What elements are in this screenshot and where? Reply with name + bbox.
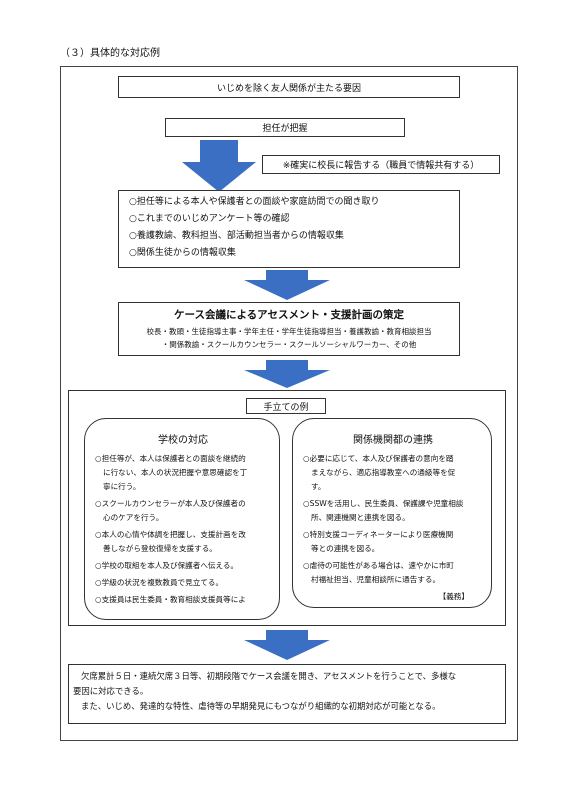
list-item-line: に行ない、本人の状況把握や意思確認を丁 [103, 468, 248, 477]
info-item: ○これまでのいじめアンケート等の確認 [129, 214, 290, 224]
info-item: ○養護教諭、教科担当、部活動担当者からの情報収集 [129, 231, 344, 241]
agency-collaboration-title: 関係機関都の連携 [353, 435, 433, 446]
list-item-line: ○担任等が、本人は保護者との面談を継続的 [95, 454, 246, 463]
obligation-tag: 【義務】 [438, 592, 469, 601]
down-arrow-icon [244, 630, 330, 660]
list-item-line: 心のケアを行う。 [103, 513, 164, 522]
school-response-title: 学校の対応 [158, 435, 208, 446]
case-conference-members: ・関係教諭・スクールカウンセラー・スクールソーシャルワーカー、その他 [161, 340, 417, 349]
list-item-line: まえながら、適応指導教室への通級等を促 [311, 468, 456, 477]
list-item-line: 村福祉担当、児童相談所に通告する。 [311, 575, 441, 584]
list-item-line: す。 [311, 482, 326, 491]
list-item: ○特別支援コーディネーターにより医療機関 等との連携を図る。 [303, 528, 483, 556]
report-note-box: ※確実に校長に報告する（職員で情報共有する） [262, 155, 500, 174]
list-item-line: ○虐待の可能性がある場合は、速やかに市町 [303, 561, 454, 570]
list-item-line: ○学校の取組を本人及び保護者へ伝える。 [95, 561, 239, 570]
info-item: ○関係生徒からの情報収集 [129, 248, 236, 258]
list-item-line: ○特別支援コーディネーターにより医療機関 [303, 530, 454, 539]
primary-cause-text: いじめを除く友人関係が主たる要因 [216, 83, 361, 94]
report-note-text: ※確実に校長に報告する（職員で情報共有する） [282, 161, 480, 171]
list-item: ○虐待の可能性がある場合は、速やかに市町 村福祉担当、児童相談所に通告する。 [303, 559, 483, 587]
summary-line: 要因に対応できる。 [73, 686, 149, 696]
homeroom-teacher-text: 担任が把握 [262, 124, 308, 134]
agency-collaboration-panel: 関係機関都の連携 ○必要に応じて、本人及び保護者の意向を踏 まえながら、適応指導… [292, 418, 492, 608]
list-item-line: ○本人の心情や体調を把握し、支援計画を改 [95, 530, 246, 539]
list-item-line: ○支援員は民生委員・教育相談支援員等によ [95, 595, 246, 604]
information-gathering-box: ○担任等による本人や保護者との面談や家庭訪問での聞き取り ○これまでのいじめアン… [118, 190, 460, 268]
down-arrow-icon [182, 140, 256, 192]
list-item-line: 善しながら登校復帰を支援する。 [103, 544, 217, 553]
list-item-line: 所、関連機関と連携を図る。 [311, 513, 410, 522]
case-conference-box: ケース会議によるアセスメント・支援計画の策定 校長・教頭・生徒指導主事・学年主任… [118, 302, 460, 356]
case-conference-title: ケース会議によるアセスメント・支援計画の策定 [174, 309, 404, 321]
summary-line: 欠席累計５日・連続欠席３日等、初期段階でケース会議を開き、アセスメントを行うこと… [81, 671, 457, 681]
list-item: ○支援員は民生委員・教育相談支援員等によ [95, 593, 271, 607]
list-item-line: ○SSWを活用し、民生委員、保護課や児童相談 [303, 499, 464, 508]
list-item-line: 寧に行う。 [103, 482, 141, 491]
list-item: ○本人の心情や体調を把握し、支援計画を改 善しながら登校復帰を支援する。 [95, 528, 271, 556]
list-item: ○スクールカウンセラーが本人及び保護者の 心のケアを行う。 [95, 497, 271, 525]
down-arrow-icon [244, 270, 330, 300]
summary-box: 欠席累計５日・連続欠席３日等、初期段階でケース会議を開き、アセスメントを行うこと… [68, 664, 506, 724]
list-item: ○必要に応じて、本人及び保護者の意向を踏 まえながら、適応指導教室への通級等を促… [303, 452, 483, 494]
list-item-line: ○スクールカウンセラーが本人及び保護者の [95, 499, 246, 508]
summary-line: また、いじめ、発達的な特性、虐待等の早期発見にもつながり組織的な初期対応が可能と… [81, 701, 441, 711]
school-response-panel: 学校の対応 ○担任等が、本人は保護者との面談を継続的 に行ない、本人の状況把握や… [84, 418, 280, 620]
measures-label-text: 手立ての例 [263, 402, 309, 413]
info-item: ○担任等による本人や保護者との面談や家庭訪問での聞き取り [129, 197, 380, 207]
list-item-line: ○学級の状況を複数教員で見立てる。 [95, 578, 224, 587]
list-item-line: 等との連携を図る。 [311, 544, 380, 553]
case-conference-members: 校長・教頭・生徒指導主事・学年主任・学年生徒指導担当・養護教諭・教育相談担当 [146, 327, 432, 336]
primary-cause-box: いじめを除く友人関係が主たる要因 [118, 76, 460, 98]
list-item: ○SSWを活用し、民生委員、保護課や児童相談 所、関連機関と連携を図る。 [303, 497, 483, 525]
homeroom-teacher-box: 担任が把握 [165, 118, 405, 137]
section-title: （３）具体的な対応例 [60, 48, 160, 59]
down-arrow-icon [244, 360, 330, 388]
list-item: ○学校の取組を本人及び保護者へ伝える。 [95, 559, 271, 573]
measures-label: 手立ての例 [246, 398, 326, 414]
flow-frame [60, 66, 518, 741]
list-item: ○担任等が、本人は保護者との面談を継続的 に行ない、本人の状況把握や意思確認を丁… [95, 452, 271, 494]
list-item-line: ○必要に応じて、本人及び保護者の意向を踏 [303, 454, 454, 463]
list-item: ○学級の状況を複数教員で見立てる。 [95, 576, 271, 590]
